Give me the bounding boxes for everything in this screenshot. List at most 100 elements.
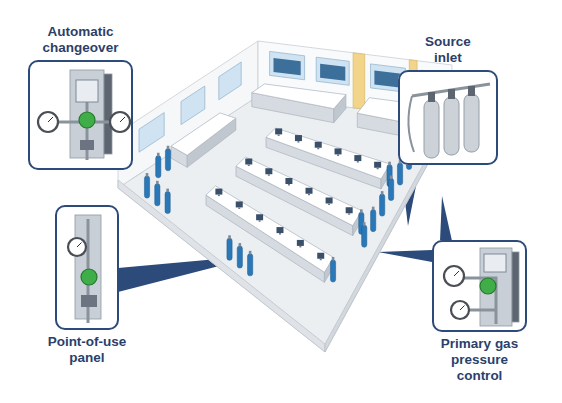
gas-cylinder: [380, 194, 385, 216]
cylinder-valve: [448, 89, 455, 99]
monitor: [285, 178, 292, 184]
monitor: [297, 141, 299, 143]
cylinder-valve: [428, 92, 435, 102]
callout-box: Source inlet: [398, 70, 498, 165]
gas-cylinder: [144, 173, 149, 198]
window: [270, 51, 305, 79]
pressure-gauge: [444, 266, 464, 286]
pressure-gauge: [120, 117, 125, 122]
gas-cylinder: [228, 235, 231, 239]
monitor: [357, 161, 359, 163]
gas-cylinder: [362, 222, 367, 247]
pressure-gauge: [38, 112, 58, 132]
panel-plate: [104, 74, 112, 154]
gas-cylinder: [388, 176, 393, 201]
gas-cylinder: [166, 189, 169, 193]
monitor: [236, 201, 243, 207]
gas-cylinder: [363, 222, 366, 226]
gas-cylinder: [330, 257, 335, 282]
gas-cylinder: [397, 160, 402, 185]
monitor: [299, 246, 301, 248]
column: [353, 53, 365, 109]
valve-knob: [81, 269, 97, 285]
cabinet: [252, 84, 346, 109]
gas-cylinder: [156, 181, 159, 185]
monitor: [354, 155, 361, 161]
window: [139, 113, 164, 153]
lab-bench: [206, 186, 333, 272]
hose: [408, 96, 414, 152]
gas-cylinder: [388, 162, 391, 166]
gas-cylinder: [227, 235, 232, 260]
leader-line: [378, 250, 432, 262]
valve-knob: [79, 112, 95, 128]
monitor: [276, 227, 283, 233]
monitor: [259, 220, 261, 222]
callout-label: Primary gas pressure control: [430, 336, 530, 385]
monitor: [374, 162, 381, 168]
gas-cylinder: [165, 189, 170, 214]
callout-background: [55, 205, 119, 330]
gas-cylinder: [165, 149, 170, 171]
monitor: [346, 207, 353, 213]
valve-body: [81, 295, 97, 307]
monitor: [215, 189, 222, 195]
callout-illustration: [28, 60, 527, 332]
cylinder-valve: [468, 86, 475, 96]
monitor: [238, 207, 240, 209]
pressure-gauge: [460, 306, 465, 311]
monitor: [278, 134, 280, 136]
callout-box: Primary gas pressure control: [432, 240, 527, 332]
gas-cylinder: [397, 163, 402, 185]
monitor: [306, 188, 313, 194]
control-box: [76, 80, 98, 102]
window: [219, 62, 241, 100]
gas-cylinder: [156, 156, 161, 178]
pressure-gauge: [454, 271, 459, 276]
gas-cylinder: [237, 246, 242, 268]
monitor: [268, 174, 270, 176]
gas-cylinder: [157, 153, 160, 157]
front-wall: [118, 180, 325, 352]
valve-body: [80, 140, 94, 150]
monitor: [308, 194, 310, 196]
monitor: [218, 195, 220, 197]
gas-cylinder: [156, 153, 161, 178]
gas-cylinder: [388, 179, 393, 201]
window: [181, 86, 205, 125]
gas-cylinder: [248, 254, 253, 276]
gas-cylinder: [239, 243, 242, 247]
callout-label: Source inlet: [418, 34, 478, 66]
monitor: [248, 165, 250, 167]
pressure-gauge: [110, 112, 130, 132]
callout-background: [432, 240, 527, 332]
gas-cylinder: [167, 146, 170, 150]
gas-cylinder: [362, 225, 367, 247]
callout-box: Automatic changeover: [28, 60, 133, 170]
monitor: [275, 128, 282, 134]
callout-illustration: [55, 205, 119, 330]
pressure-gauge: [77, 243, 82, 248]
monitor: [328, 204, 330, 206]
callout-label: Point-of-use panel: [42, 334, 132, 366]
monitor: [337, 154, 339, 156]
gas-cylinder: [381, 191, 384, 195]
gas-cylinder: [155, 184, 160, 206]
gas-cylinder: [330, 260, 335, 282]
window: [316, 57, 349, 85]
leader-line: [440, 196, 452, 241]
monitor: [279, 233, 281, 235]
monitor: [348, 213, 350, 215]
callout-illustration: [398, 70, 498, 165]
monitor: [265, 168, 272, 174]
gas-cylinder: [332, 257, 335, 261]
gas-cylinder: [249, 251, 252, 255]
gas-cylinder: [464, 94, 479, 152]
gas-cylinder: [144, 176, 149, 198]
gas-cylinder: [380, 191, 385, 216]
gas-cylinder: [424, 100, 439, 158]
gas-cylinder: [227, 238, 232, 260]
cabinet: [171, 113, 236, 155]
